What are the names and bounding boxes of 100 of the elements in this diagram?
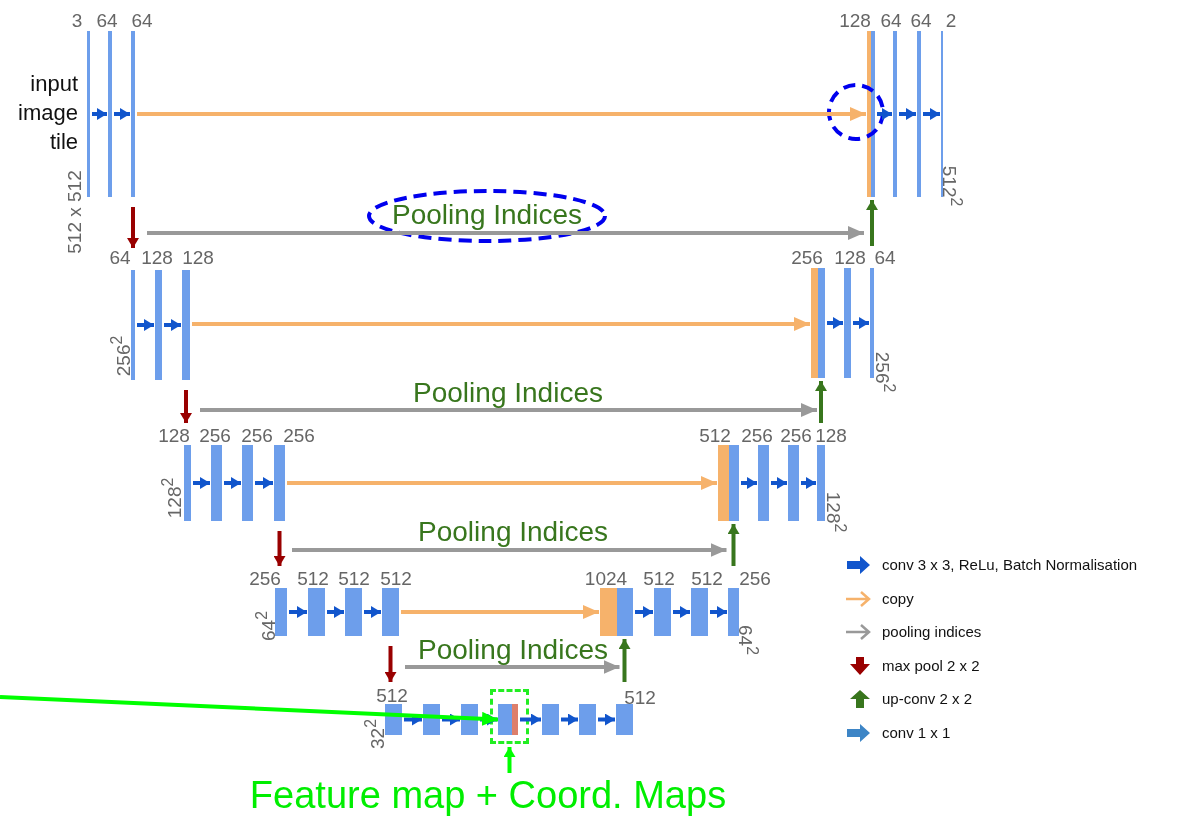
- feature-map-bar: [788, 445, 799, 521]
- concatenated-feature-map-bar: [867, 31, 875, 197]
- feature-map-bar: [758, 445, 769, 521]
- arrow: [815, 381, 827, 423]
- channel-count: 64: [109, 247, 131, 267]
- feature-map-bar: [345, 588, 362, 636]
- channel-count: 128: [158, 425, 190, 445]
- arrow: [923, 108, 940, 120]
- channel-count: 512: [338, 568, 370, 588]
- channel-count: 128: [182, 247, 214, 267]
- highlight-box: [490, 689, 529, 744]
- feature-map-bar: [728, 588, 739, 636]
- feature-map-bar: [155, 270, 162, 380]
- arrow: [405, 660, 620, 674]
- channel-count: 1024: [584, 568, 628, 588]
- feature-map-bar: [131, 31, 135, 197]
- arrow: [193, 477, 210, 489]
- arrow: [480, 713, 497, 726]
- arrow: [0, 695, 499, 726]
- pooling-indices-label: Pooling Indices: [418, 518, 608, 546]
- arrow: [137, 319, 154, 331]
- feature-map-bar: [654, 588, 671, 636]
- arrow: [801, 477, 816, 489]
- legend-label: conv 1 x 1: [882, 725, 951, 740]
- arrow: [114, 108, 130, 120]
- channel-count: 256: [780, 425, 812, 445]
- arrow: [255, 477, 273, 489]
- feature-map-bar: [893, 31, 897, 197]
- channel-count: 3: [71, 10, 83, 30]
- arrow: [618, 639, 631, 682]
- channel-count: 512: [643, 568, 675, 588]
- feature-map-bar: [382, 588, 399, 636]
- legend-label: pooling indices: [882, 624, 982, 640]
- legend-label: conv 3 x 3, ReLu, Batch Normalisation: [882, 557, 1138, 572]
- channel-count: 512: [699, 425, 731, 445]
- channel-count: 64: [880, 10, 902, 30]
- feature-map-bar: [308, 588, 325, 636]
- feature-map-bar: [211, 445, 222, 521]
- arrow: [673, 606, 690, 618]
- channel-count: 256: [283, 425, 315, 445]
- feature-map-bar: [616, 704, 633, 735]
- feature-map-bar: [87, 31, 90, 197]
- pooling-indices-label: Pooling Indices: [392, 201, 582, 229]
- feature-map-bar: [182, 270, 190, 380]
- arrow: [327, 606, 344, 618]
- channel-count: 128: [141, 247, 173, 267]
- feature-map-bar: [870, 268, 874, 378]
- channel-count: 512: [376, 685, 408, 705]
- feature-map-bar: [542, 704, 559, 735]
- channel-count: 256: [741, 425, 773, 445]
- concatenated-feature-map-bar: [498, 704, 518, 735]
- annotation-text: Feature map + Coord. Maps: [212, 776, 764, 822]
- arrow: [741, 477, 757, 489]
- concatenated-feature-map-bar: [811, 268, 825, 378]
- arrow: [853, 317, 869, 329]
- pooling-indices-label: Pooling Indices: [418, 636, 608, 664]
- arrow: [520, 713, 541, 726]
- arrow: [224, 477, 241, 489]
- feature-map-bar: [242, 445, 253, 521]
- concatenated-feature-map-bar: [600, 588, 633, 636]
- feature-map-bar: [274, 445, 285, 521]
- channel-count: 512: [624, 687, 656, 707]
- arrow: [598, 713, 615, 726]
- arrow: [899, 108, 916, 120]
- channel-count: 512: [297, 568, 329, 588]
- arrow: [384, 646, 397, 682]
- arrow: [727, 524, 740, 566]
- channel-count: 512: [380, 568, 412, 588]
- arrow: [147, 226, 864, 240]
- feature-map-bar: [131, 270, 135, 380]
- channel-count: 128: [839, 10, 871, 30]
- legend-label: max pool 2 x 2: [882, 657, 980, 673]
- legend-label: up-conv 2 x 2: [882, 691, 973, 707]
- channel-count: 256: [791, 247, 823, 267]
- arrow: [771, 477, 787, 489]
- arrow: [503, 747, 516, 773]
- arrow: [92, 108, 107, 120]
- arrow: [877, 108, 892, 120]
- arrow: [137, 107, 866, 121]
- feature-map-bar: [691, 588, 708, 636]
- feature-map-bar: [108, 31, 112, 197]
- channel-count: 64: [96, 10, 118, 30]
- channel-count: 64: [874, 247, 896, 267]
- feature-map-bar: [817, 445, 825, 521]
- arrow: [561, 713, 578, 726]
- feature-map-bar: [917, 31, 921, 197]
- arrow: [273, 531, 286, 566]
- feature-map-bar: [579, 704, 596, 735]
- channel-count: 64: [910, 10, 932, 30]
- arrow: [192, 317, 810, 331]
- size-label: 512 x 512: [64, 170, 84, 254]
- channel-count: 256: [739, 568, 771, 588]
- arrow: [866, 200, 878, 246]
- arrow: [401, 605, 599, 619]
- arrow: [200, 403, 817, 417]
- arrow: [442, 713, 460, 726]
- channel-count: 512: [691, 568, 723, 588]
- arrow: [289, 606, 307, 618]
- input-label: input image tile: [17, 69, 78, 156]
- arrow: [127, 207, 139, 248]
